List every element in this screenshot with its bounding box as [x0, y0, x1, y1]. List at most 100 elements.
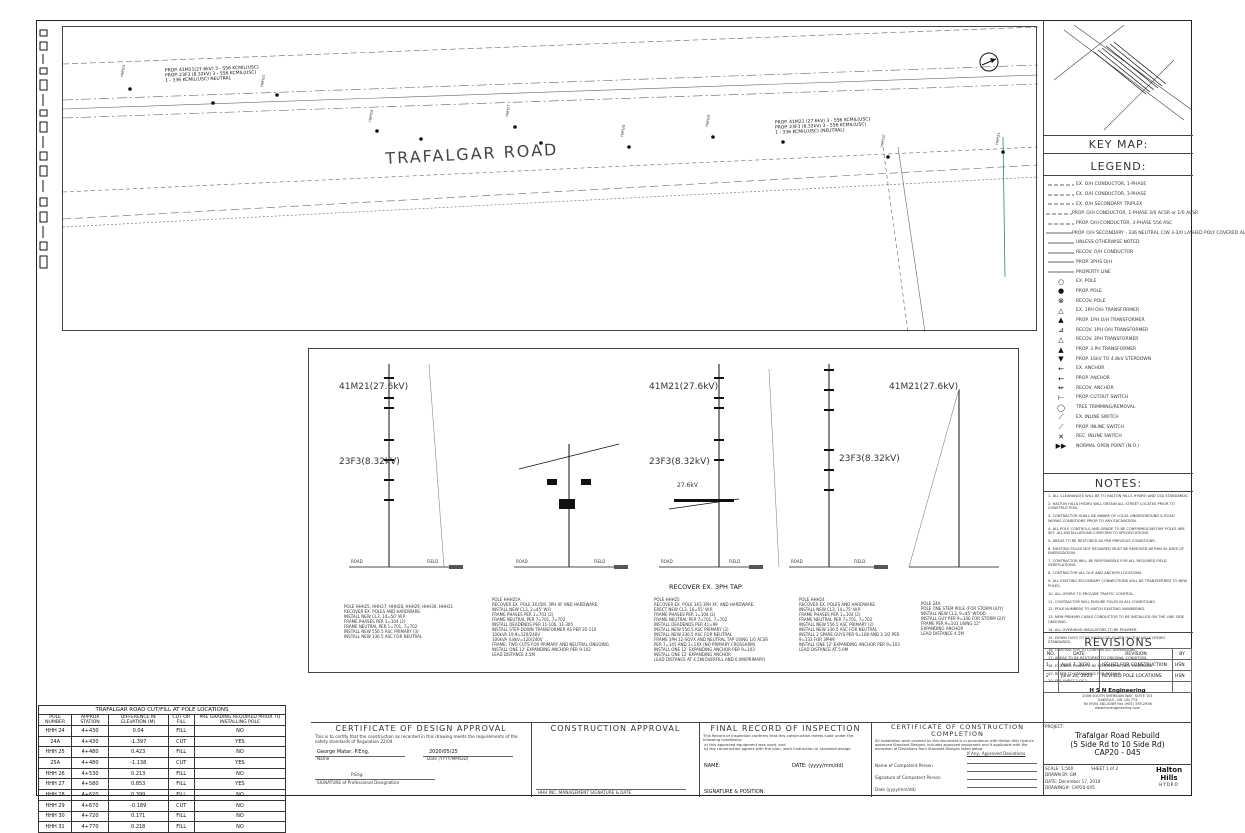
legend-symbol-icon: ▲ [1058, 345, 1064, 354]
legend-label: PROP. O/H CONDUCTOR, 1-PHASE 3/0 ACSR or… [1072, 211, 1199, 217]
note-item: 9. ALL EXISTING SECONDARY CONNECTIONS WI… [1048, 579, 1187, 588]
project-title-2: (5 Side Rd to 10 Side Rd) [1070, 739, 1165, 749]
construction-approval-cell: CONSTRUCTION APPROVAL HHH INC. MANAGEMEN… [531, 723, 699, 797]
legend-symbol-icon [1046, 251, 1076, 255]
rev-col-date: DATE [1058, 648, 1100, 660]
pole-details-drawing: 41M21(27.6kV) 23F3(8.32kV) 41M21(27.6kV)… [339, 363, 999, 591]
legend-symbol-icon: ● [1057, 287, 1065, 296]
legend-label: EX. O/H CONDUCTOR, 1-PHASE [1076, 182, 1147, 188]
cut-fill-cell: NO [193, 789, 287, 801]
legend-item: ◯TREE TRIMMING/REMOVAL [1046, 403, 1191, 413]
note-item: 10. ALL HYDRO TO PROVIDE TRAFFIC CONTROL… [1048, 591, 1135, 596]
legend-symbol-icon: △ [1058, 306, 1064, 315]
cut-fill-cell: 4+670 [71, 799, 109, 812]
cut-fill-header-row: POLE NUMBER APPROX STATION DIFFERENCE IN… [37, 714, 287, 726]
drawing-border [36, 20, 1192, 796]
detail-note-3: POLE HHH25 RECOVER EX. POLE 3X3 3PH XF, … [654, 597, 768, 662]
legend-label: EX. POLE [1076, 279, 1097, 285]
peng-label: P.Eng. [351, 772, 364, 777]
legend-item: ▲ PROP. 3 PH TRANSFORMER [1046, 345, 1191, 355]
legend-symbol-icon: ⊗ [1058, 297, 1064, 306]
revision-cell: HSN [1172, 670, 1192, 682]
design-approval-text: This is to certify that the construction… [315, 734, 518, 744]
detail-note-5: POLE 24A POLE ONE STEM POLE (FOR STORM G… [921, 601, 1006, 636]
utility-logo: Halton Hills HYDRO [1147, 766, 1191, 787]
legend-symbol-icon [1046, 212, 1072, 216]
cf-col-pregrading: PRE GRADING REQUIRED PRIOR TO INSTALLING… [193, 714, 287, 726]
legend-item: ▶▶NORMAL OPEN POINT (N.O.) [1046, 442, 1191, 452]
legend-label: UNLESS OTHERWISE NOTED [1076, 240, 1140, 246]
completion-field-name: Name of Competent Person [875, 763, 933, 768]
project-meta: SCALE: 1:500 SHEET 1 of 2 DRAWN BY: GM D… [1043, 764, 1192, 797]
rev-col-by: BY [1172, 648, 1192, 660]
logo-sub: HYDRO [1159, 782, 1179, 787]
cut-fill-cell: NO [193, 746, 287, 759]
legend-label: PROP. CUTOUT SWITCH [1076, 395, 1129, 401]
legend-item: ←EX. ANCHOR [1046, 364, 1191, 374]
legend-symbol-icon: ✕ [1058, 432, 1064, 441]
cut-fill-cell: 4+430 [71, 735, 109, 748]
drawing-number: DRAWING#: CAP20-045 [1045, 785, 1095, 790]
key-map [1044, 20, 1193, 136]
revision-cell: April 7, 2020 [1058, 659, 1100, 671]
cut-fill-cell: FILL [167, 767, 195, 780]
revision-header-row: NO. DATE REVISION BY [1043, 648, 1192, 660]
completion-text: All installation work covered by this do… [875, 739, 1034, 752]
tap-voltage: 27.6kV [677, 482, 699, 489]
cf-col-pole: POLE NUMBER [37, 714, 73, 726]
cut-fill-cell: 24A [37, 735, 73, 748]
note-item: 14. ALL OVERHEAD INSULATORS TO BE POLYME… [1048, 627, 1138, 632]
engineer-name: H S N Engineering [1089, 688, 1146, 694]
legend-symbol-icon [1046, 183, 1076, 187]
svg-text:HHH25: HHH25 [260, 74, 266, 87]
legend-label: PROP. O/H SECONDARY - 336 NEUTRAL C/W 3-… [1072, 230, 1245, 236]
cut-fill-cell: 0.171 [107, 810, 169, 823]
cut-fill-cell: FILL [167, 821, 195, 833]
revision-cell: 1 [1043, 659, 1059, 671]
cut-fill-cell: 0.218 [107, 821, 169, 833]
project-title-1: Trafalgar Road Rebuild [1075, 731, 1160, 740]
cut-fill-cell: NO [193, 821, 287, 833]
completion-field-date: Date (yyyy/mm/dd) [875, 787, 916, 792]
drawn-by: DRAWN BY: GM [1045, 772, 1077, 777]
legend-symbol-icon: ⊢ [1057, 393, 1065, 402]
detail-1-lower: 23F3(8.32kV) [339, 457, 400, 467]
completion-cell: CERTIFICATE OF CONSTRUCTION COMPLETION A… [871, 723, 1043, 797]
legend-label: RECOV. 1PH O/H TRANSFORMER [1076, 327, 1149, 333]
legend-symbol-icon [1046, 260, 1076, 264]
legend-symbol-icon [1046, 270, 1076, 274]
legend-item: ⊿RECOV. 1PH O/H TRANSFORMER [1046, 325, 1191, 335]
legend-symbol-icon [1046, 241, 1076, 245]
cut-fill-cell: 4+580 [71, 778, 109, 791]
cf-col-cut-fill: CUT OR FILL [167, 714, 195, 726]
cut-fill-cell: YES [193, 778, 287, 791]
revision-cell: REVISED POLE LOCATIONS [1099, 670, 1173, 682]
revision-cell [1172, 681, 1192, 693]
legend-label: EX. INLINE SWITCH [1076, 414, 1119, 420]
note-item: 8. CONTRACTOR ALL GUY AND ANCHOR LOCATIO… [1048, 571, 1143, 576]
revisions-title: REVISIONS [1084, 636, 1153, 649]
design-date-caption: Date (YYYY/MM/DD) [427, 756, 469, 761]
completion-title: CERTIFICATE OF CONSTRUCTION COMPLETION [890, 723, 1025, 738]
cut-fill-cell: FILL [167, 789, 195, 801]
cut-fill-cell: CUT [167, 799, 195, 812]
field-tag-2: FIELD [594, 559, 605, 564]
legend-symbol-icon [1046, 222, 1076, 226]
logo-text: Halton Hills [1155, 766, 1183, 782]
completion-deviations: If Any, Approved Deviations [967, 751, 1026, 756]
legend-item: ⟋PROP. INLINE SWITCH [1046, 422, 1191, 432]
legend-symbol-icon [1046, 231, 1072, 235]
legend-symbol-icon: ○ [1057, 277, 1065, 286]
svg-text:HHH26: HHH26 [368, 109, 374, 122]
scale: SCALE: 1:500 [1045, 766, 1074, 771]
legend-label: REC. INLINE SWITCH [1076, 434, 1122, 440]
legend-label: PROP. 3 PH TRANSFORMER [1076, 347, 1137, 353]
legend-symbol-icon: ← [1058, 364, 1064, 373]
cut-fill-cell: CUT [167, 735, 195, 748]
